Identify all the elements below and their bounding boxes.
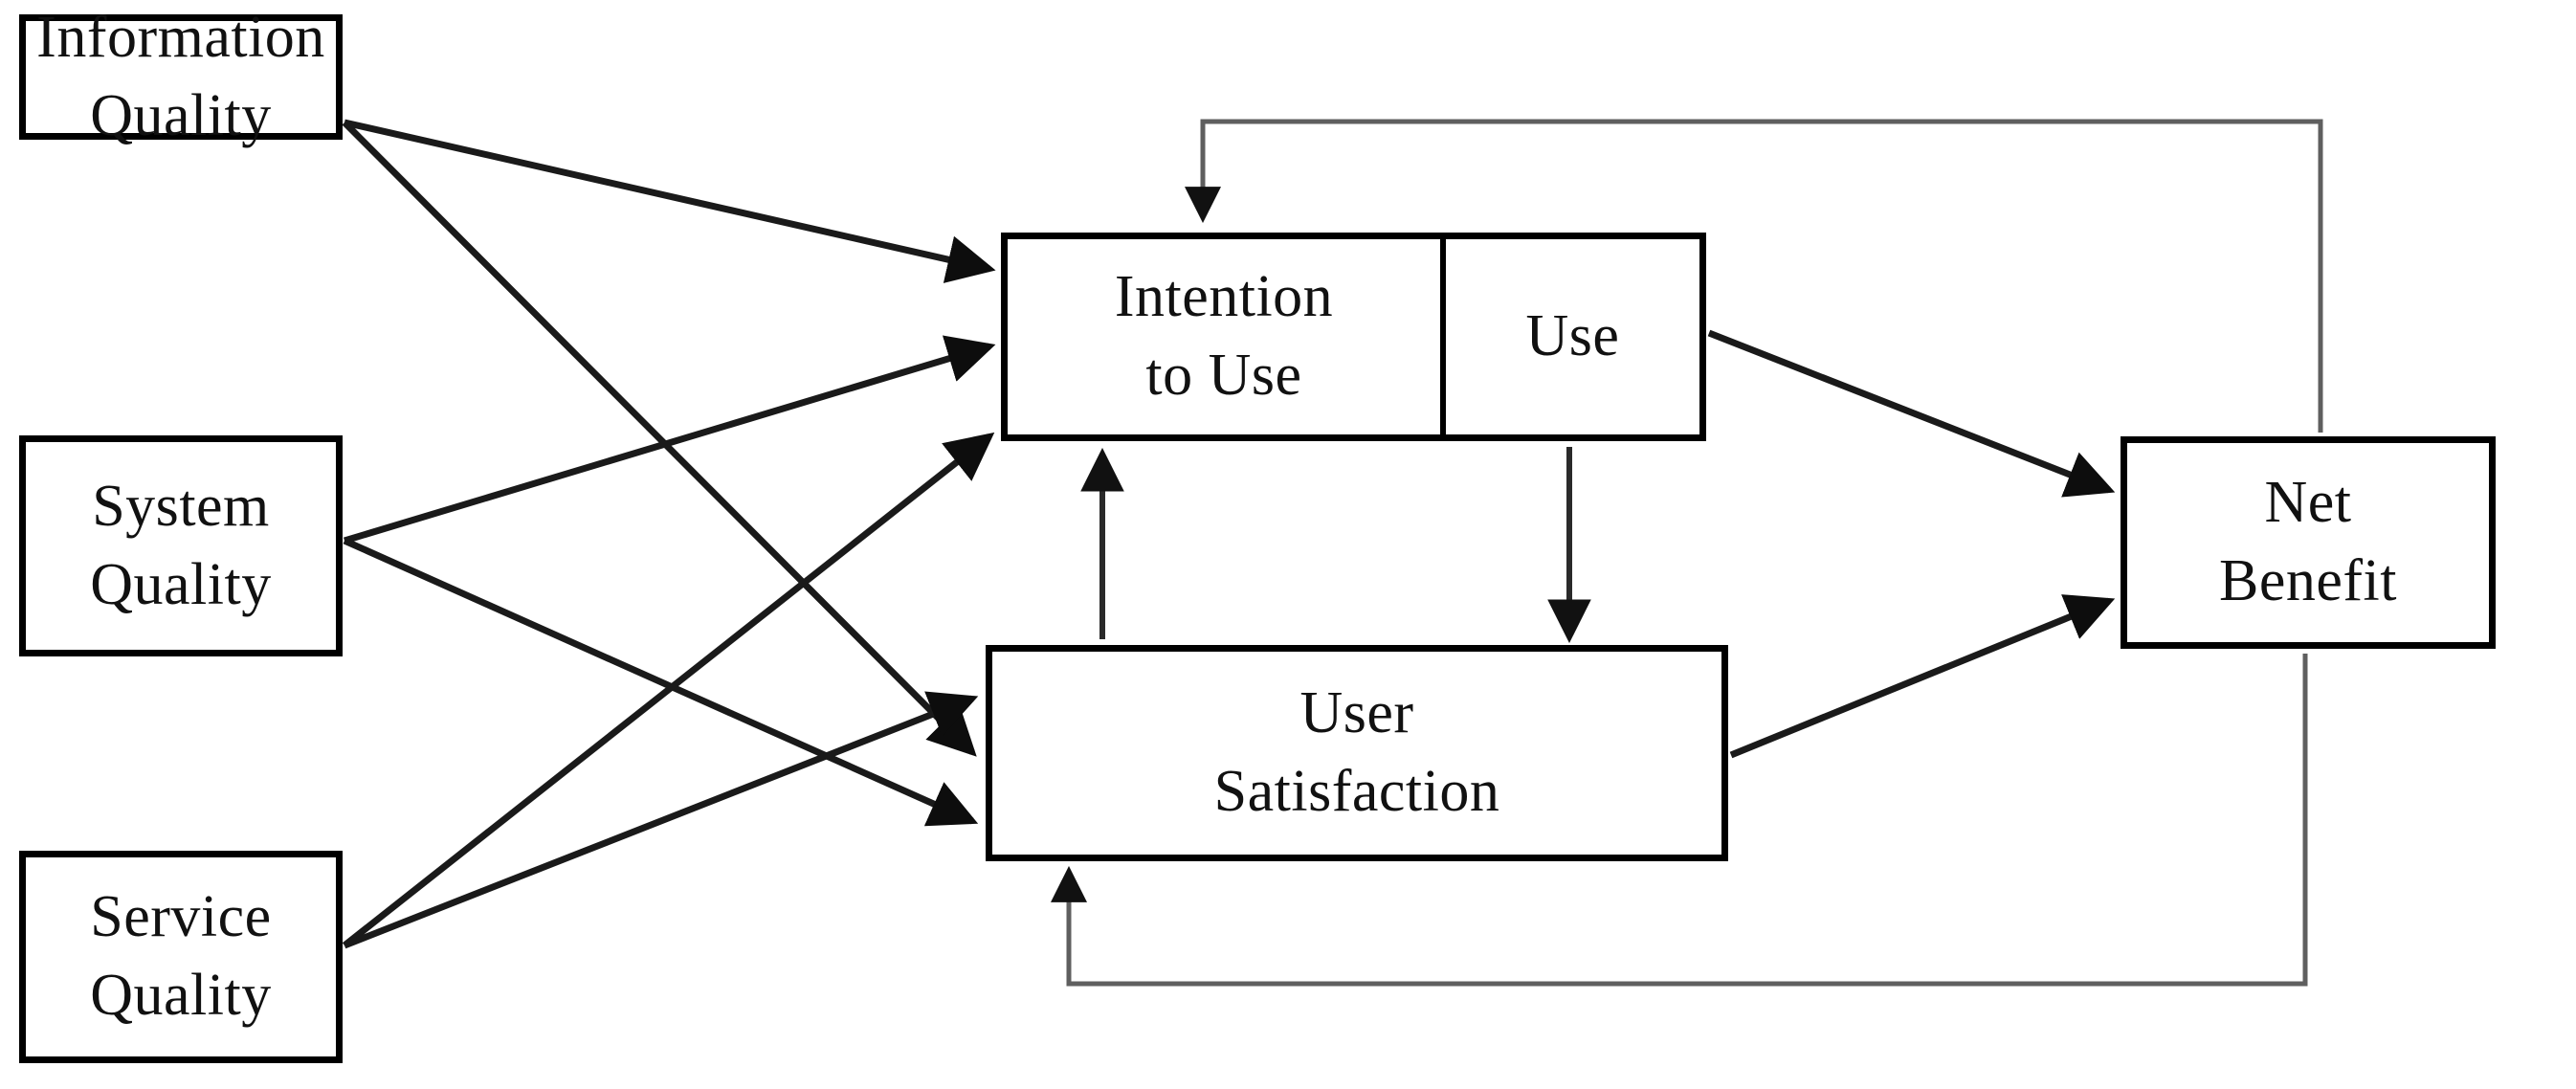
edge-use-to-net-benefit <box>1707 329 2116 498</box>
node-system-quality[interactable]: System Quality <box>19 435 343 656</box>
edge-information-quality-to-user-satisfaction <box>342 120 977 757</box>
node-label-line: to Use <box>1145 343 1302 408</box>
node-label-line: Intention <box>1114 264 1334 330</box>
edge-system-quality-to-intention-to-use <box>343 335 996 544</box>
edge-service-quality-to-intention-to-use <box>342 432 995 948</box>
node-label-line: Quality <box>90 551 272 617</box>
node-label-line: Information <box>36 4 325 70</box>
node-intention-to-use[interactable]: Intention to Use <box>1008 239 1446 434</box>
node-net-benefit[interactable]: Net Benefit <box>2121 436 2496 649</box>
edge-information-quality-to-intention-to-use <box>344 119 996 283</box>
node-service-quality[interactable]: Service Quality <box>19 851 343 1063</box>
edge-system-quality-to-user-satisfaction <box>343 537 979 827</box>
node-information-quality[interactable]: Information Quality <box>19 5 343 148</box>
node-label-line: Net <box>2264 470 2352 536</box>
node-label-line: System <box>92 473 270 539</box>
node-label-line: User <box>1299 680 1414 746</box>
edge-user-satisfaction-to-net-benefit <box>1729 594 2116 759</box>
node-label-line: Quality <box>90 963 272 1028</box>
node-group-use: Intention to Use Use <box>1001 233 1706 441</box>
node-user-satisfaction[interactable]: User Satisfaction <box>986 645 1728 861</box>
node-use[interactable]: Use <box>1446 239 1699 434</box>
node-label-line: Use <box>1525 303 1620 369</box>
edge-service-quality-to-user-satisfaction <box>343 691 979 949</box>
node-label-line: Service <box>90 884 272 950</box>
node-label-line: Quality <box>90 82 272 148</box>
node-label-line: Benefit <box>2219 548 2397 613</box>
node-label-line: Satisfaction <box>1213 759 1500 824</box>
